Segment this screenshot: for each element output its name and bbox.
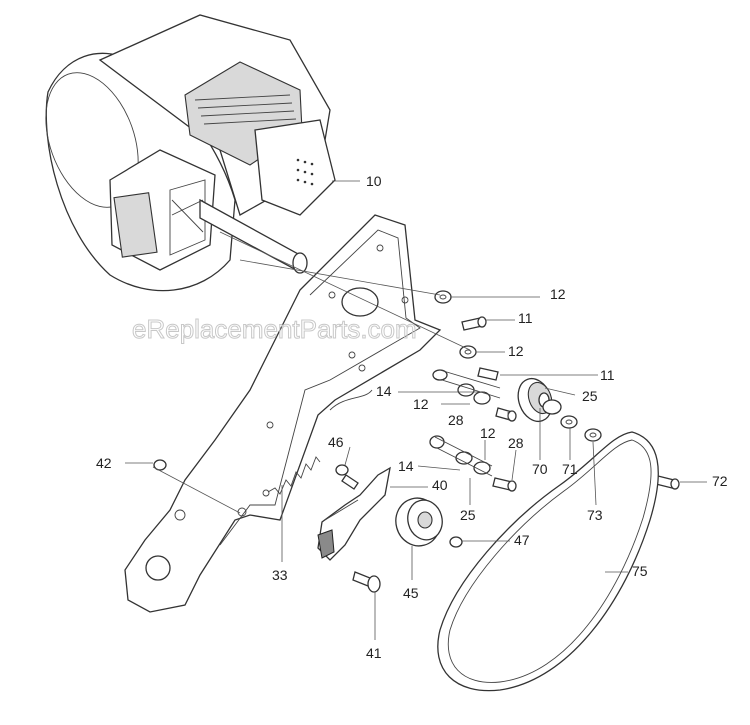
callout-12: 12 [413,396,429,412]
callout-14: 14 [376,383,392,399]
callout-40: 40 [432,477,448,493]
callout-12: 12 [550,286,566,302]
bolt-28-lower[interactable] [492,477,517,492]
spring[interactable] [262,456,321,497]
callout-25: 25 [582,388,598,404]
mounting-bracket[interactable] [124,214,442,613]
nut-42[interactable] [153,459,167,471]
washer-12-mid[interactable] [459,345,477,359]
callout-71: 71 [562,461,578,477]
bolt-72[interactable] [655,475,680,490]
callout-47: 47 [514,532,530,548]
nut-47[interactable] [449,536,463,548]
engine[interactable] [29,14,336,292]
leader-lines [125,180,707,640]
callout-12: 12 [508,343,524,359]
callout-72: 72 [712,473,728,489]
callout-10: 10 [366,173,382,189]
washer-71[interactable] [560,415,578,429]
bolt-11-mid[interactable] [477,367,499,381]
idler-arm[interactable] [317,466,391,561]
bolt-11-top[interactable] [461,316,487,331]
callout-73: 73 [587,507,603,523]
callout-42: 42 [96,455,112,471]
watermark: eReplacementParts.com [132,314,417,344]
callout-11: 11 [600,367,615,383]
callout-33: 33 [272,567,288,583]
callout-70: 70 [532,461,548,477]
callout-46: 46 [328,434,344,450]
callout-25: 25 [460,507,476,523]
washers-stack-lower[interactable] [429,435,493,477]
bolt-28-upper[interactable] [495,407,517,422]
callout-labels: 10 12 11 12 11 14 12 28 25 12 28 70 71 4… [96,173,728,661]
washer-73[interactable] [584,428,602,442]
shoulder-bolt[interactable] [352,571,381,593]
callout-45: 45 [403,585,419,601]
washers-stack-upper[interactable] [432,369,501,405]
drive-belt[interactable] [437,431,659,692]
callout-11: 11 [518,310,533,326]
callout-14: 14 [398,458,414,474]
callout-28: 28 [508,435,524,451]
callout-12: 12 [480,425,496,441]
callout-75: 75 [632,563,648,579]
idler-pulley[interactable] [391,493,447,551]
bolt-46[interactable] [335,464,359,490]
callout-28: 28 [448,412,464,428]
washer-25-upper[interactable] [542,399,562,415]
washer-12-top[interactable] [434,290,452,304]
callout-41: 41 [366,645,382,661]
